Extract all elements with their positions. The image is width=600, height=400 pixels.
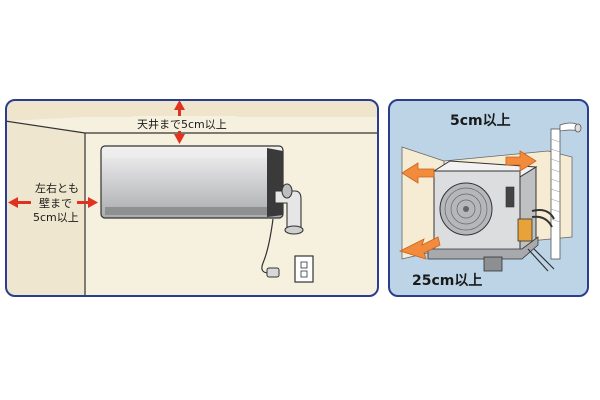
outdoor-frame xyxy=(388,99,589,297)
front-clearance-arrow xyxy=(398,236,441,260)
wall-outlet-icon xyxy=(294,255,314,283)
ceiling xyxy=(6,100,378,121)
left-wall xyxy=(6,121,85,296)
outdoor-ac-unit xyxy=(432,160,555,252)
ceiling-clearance-label: 天井まで5cm以上 xyxy=(137,117,227,131)
outdoor-unit-base xyxy=(427,236,555,272)
ceiling-left-edge xyxy=(6,120,86,134)
outdoor-unit-diagram: 5cm以上 25cm以上 xyxy=(388,99,589,297)
side-clearance-line2: 壁まで xyxy=(39,196,72,210)
indoor-frame xyxy=(5,99,379,297)
pipe-column xyxy=(550,128,561,260)
right-clearance-arrow xyxy=(77,197,98,208)
power-cord xyxy=(261,218,274,274)
top-clearance-label: 5cm以上 xyxy=(450,113,511,129)
ceiling-label-bg xyxy=(133,116,237,131)
outdoor-diagram-svg: 5cm以上 25cm以上 xyxy=(388,99,589,297)
plug-icon xyxy=(266,267,280,278)
side-clearance-line3: 5cm以上 xyxy=(33,211,79,224)
indoor-diagram-svg: 天井まで5cm以上 左右とも 壁まで 5cm以上 xyxy=(5,99,379,297)
top-left-clearance-arrow xyxy=(401,162,435,184)
pipe-duct-icon xyxy=(274,183,304,235)
top-right-clearance-arrow xyxy=(505,150,537,172)
indoor-ac-unit xyxy=(100,145,284,219)
side-clearance-line1: 左右とも xyxy=(35,181,79,195)
front-clearance-label: 25cm以上 xyxy=(412,273,482,289)
left-clearance-arrow xyxy=(8,197,31,208)
indoor-unit-diagram: 天井まで5cm以上 左右とも 壁まで 5cm以上 xyxy=(5,99,379,297)
